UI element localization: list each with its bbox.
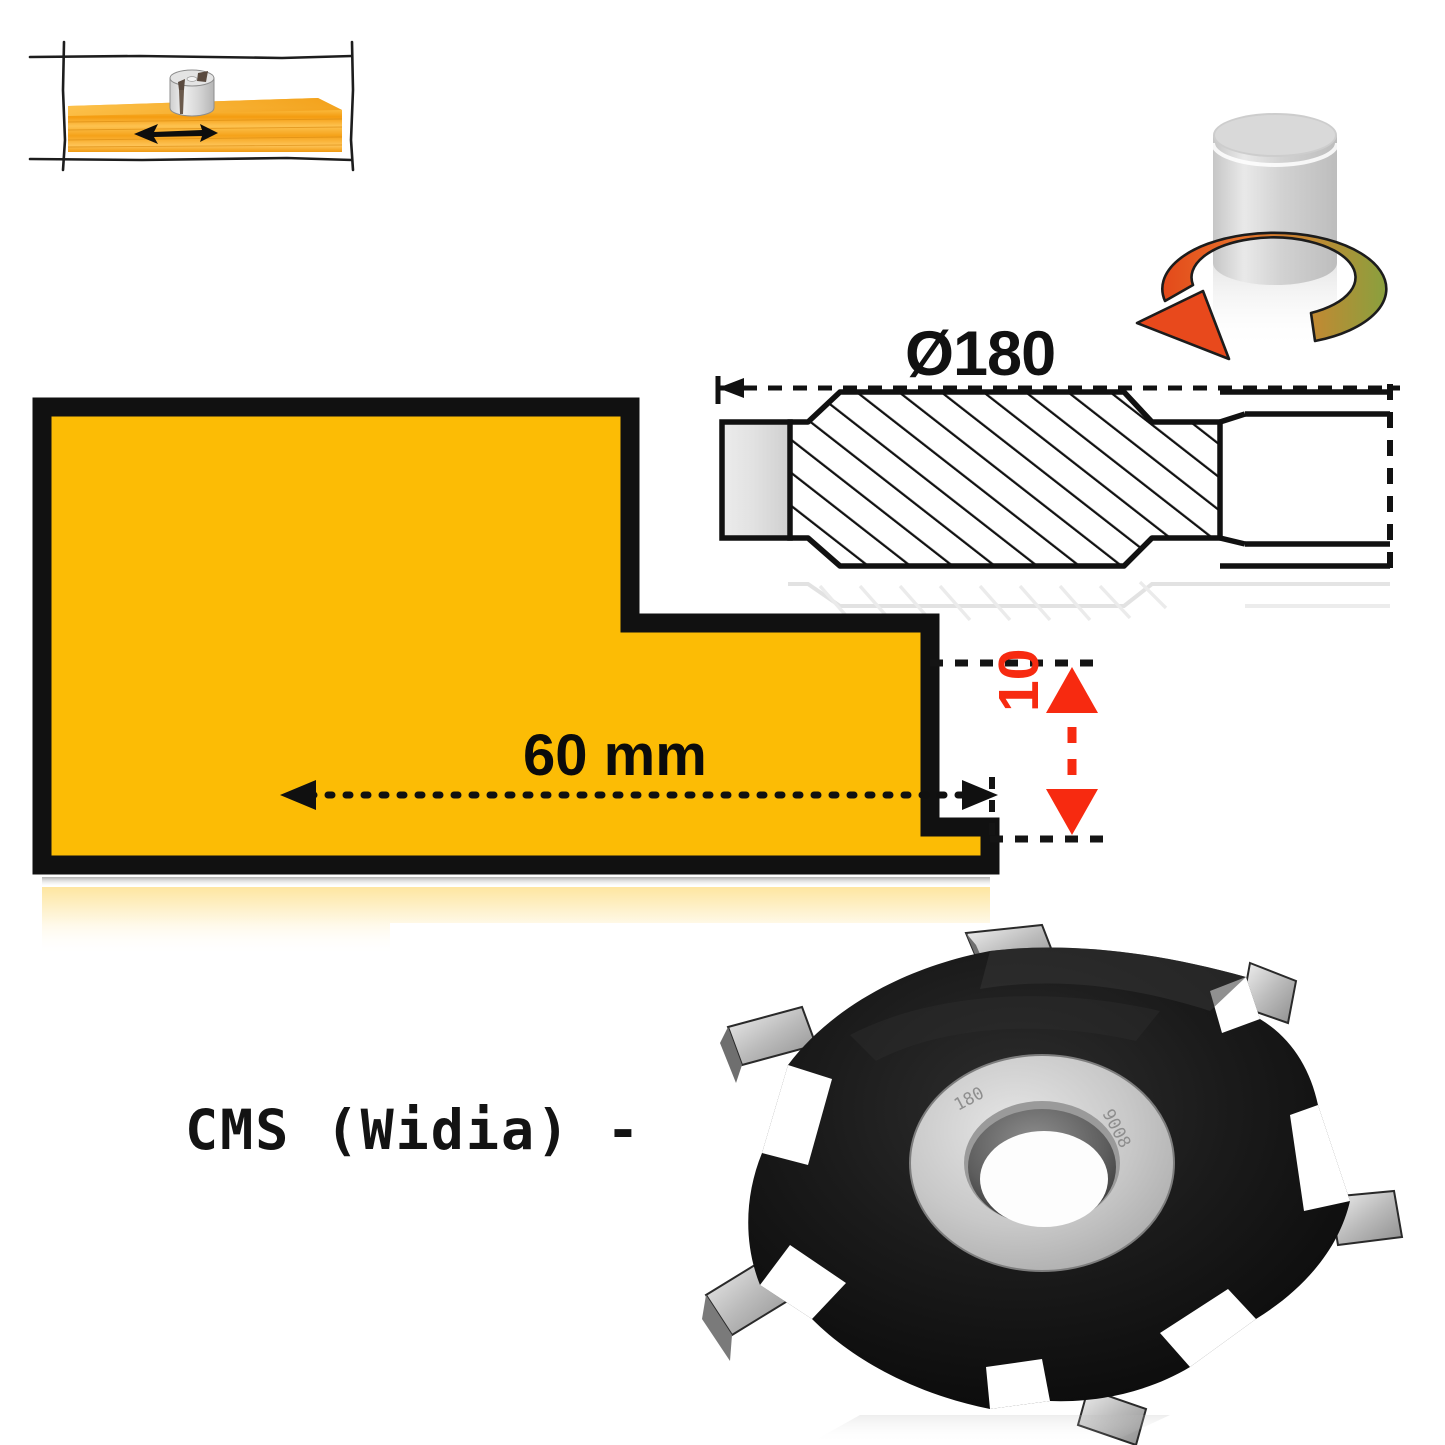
diameter-dimension-line [715,376,1400,404]
cutter-photo: 180 9008 [690,915,1420,1445]
cutter-cylinder [169,69,215,117]
thickness-extension-lines [930,659,1105,843]
spindle-cylinder [1211,113,1339,347]
feed-arrow [134,124,218,144]
thickness-label: 10 [987,648,1051,712]
length-dimension [280,780,998,810]
tool-cross-section [700,370,1420,660]
profile-shape [32,397,1000,875]
feed-direction-icon [22,20,422,180]
rotation-arrow [1135,231,1388,361]
diameter-label: Ø180 [905,319,1056,389]
thickness-dimension-arrow [1046,667,1098,835]
cutter-photo-reflection [810,1415,1170,1443]
cutter-hub: 180 9008 [909,1054,1175,1272]
profile-reflection [42,877,990,955]
sketch-frame [28,40,355,172]
material-caption: CMS (Widia) - [185,1098,642,1162]
length-label: 60 mm [523,723,707,788]
workpiece-profile [30,395,1150,955]
cross-section-reflection [788,580,1390,622]
carbide-tip [719,419,793,541]
rotation-direction-icon [1125,85,1445,375]
bore-section [1219,384,1393,574]
